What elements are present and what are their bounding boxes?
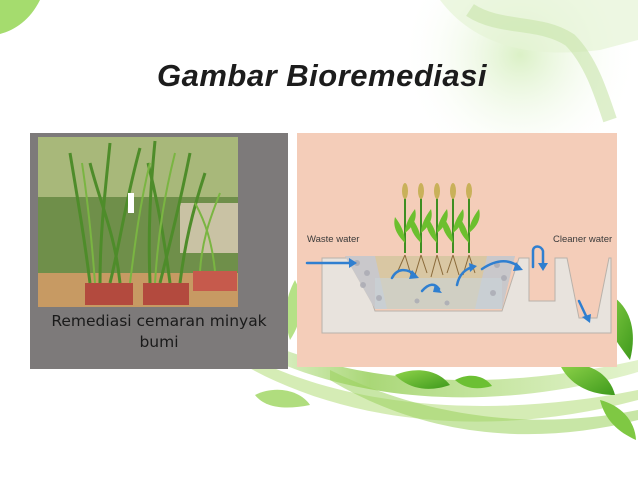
caption-line-1: Remediasi cemaran minyak — [51, 312, 267, 330]
cleaner-water-label: Cleaner water — [553, 234, 613, 245]
leaf-icon — [560, 364, 615, 395]
reed-plants — [394, 183, 480, 278]
leaf-icon — [455, 375, 492, 389]
bioremediation-diagram: Waste water Cleaner water — [297, 133, 617, 367]
caption-line-2: bumi — [139, 333, 179, 351]
basin-structure — [321, 257, 612, 334]
wetland-diagram-image — [305, 183, 612, 334]
leaf-icon — [395, 370, 450, 389]
waste-water-label: Waste water — [307, 234, 360, 245]
leaf-icon — [600, 400, 636, 440]
corner-leaf-icon — [0, 0, 40, 34]
photo-caption: Remediasi cemaran minyak bumi — [30, 311, 288, 353]
leaf-icon — [255, 389, 310, 408]
slide-title: Gambar Bioremediasi — [157, 58, 487, 93]
swoosh-2 — [220, 340, 638, 422]
plant-photo-image — [38, 137, 238, 307]
photo-oil-remediation: Remediasi cemaran minyak bumi — [30, 133, 288, 369]
